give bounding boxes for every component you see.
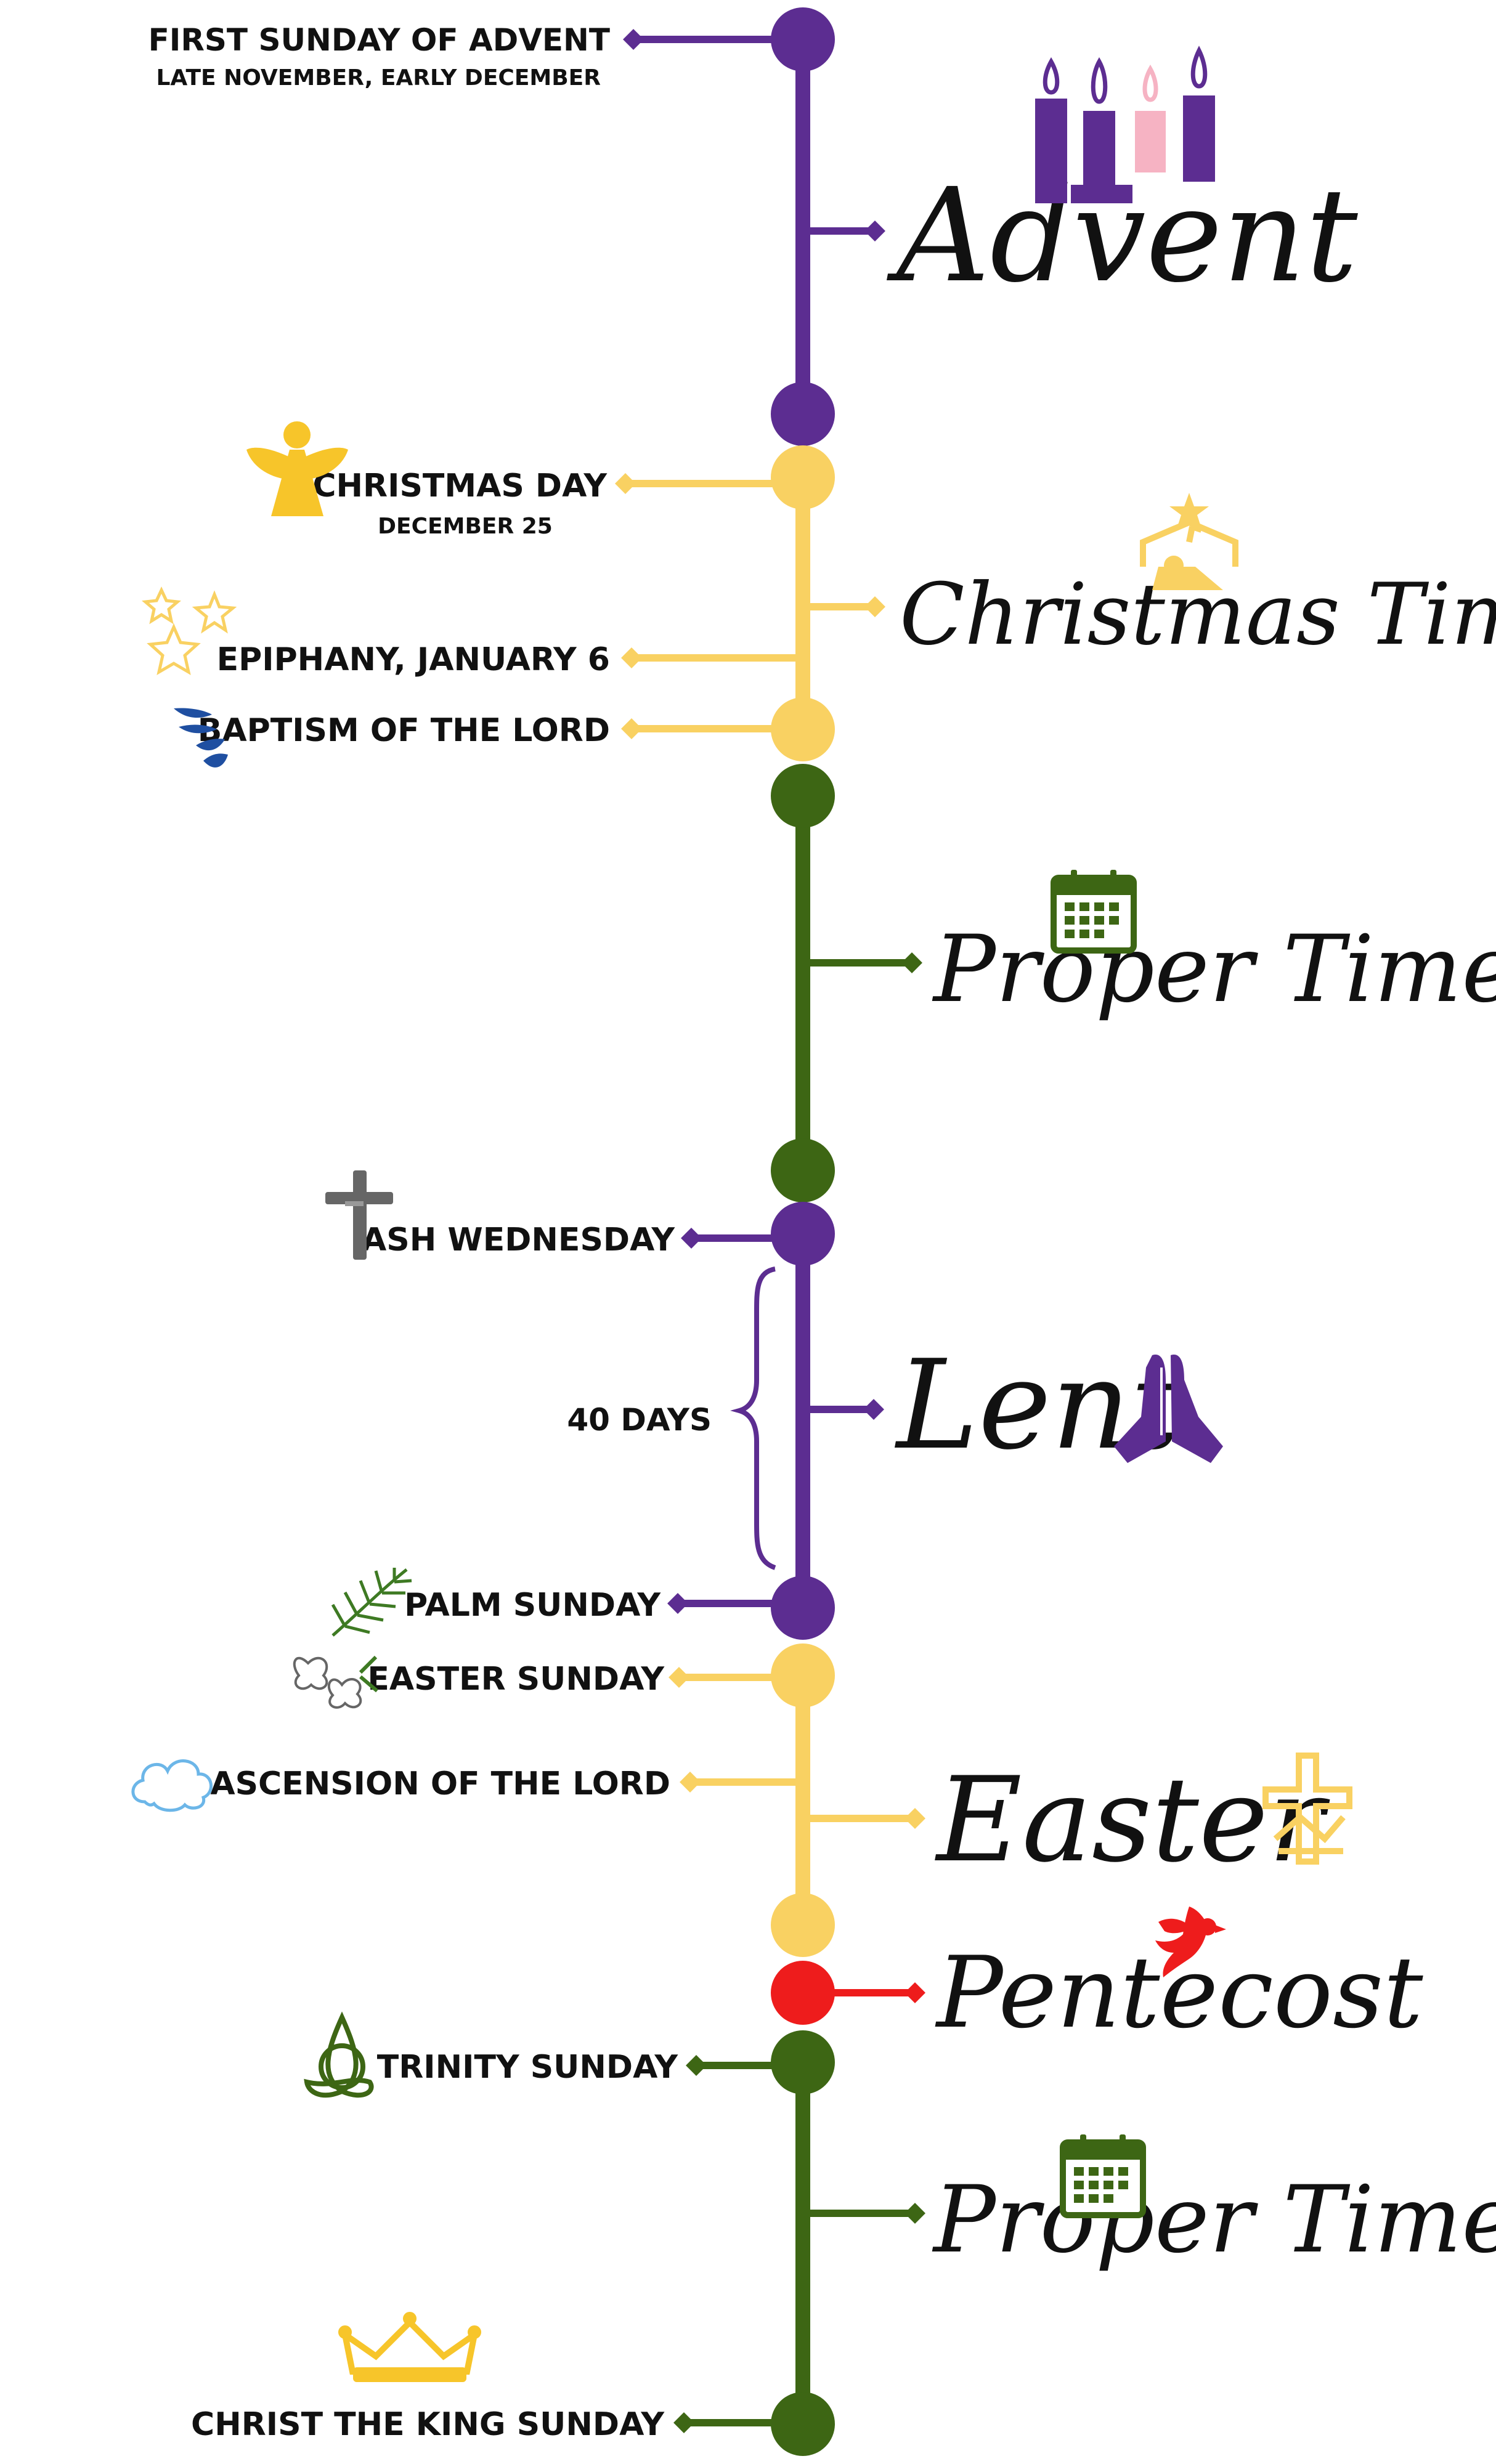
- calendar-icon: [1051, 870, 1137, 954]
- node-ash-wednesday: [771, 1202, 835, 1266]
- nativity-icon: [1140, 493, 1238, 590]
- water-splash-icon: [174, 708, 228, 768]
- ash-cross-icon: [325, 1170, 393, 1260]
- node-proper-1-start: [771, 764, 835, 828]
- lily-icon: [293, 1655, 378, 1709]
- event-ash-wednesday: ASH WEDNESDAY: [362, 1222, 675, 1258]
- trinity-knot-icon: [304, 2011, 374, 2098]
- node-easter-end: [771, 1893, 835, 1957]
- event-christ-king: CHRIST THE KING SUNDAY: [191, 2406, 665, 2443]
- palm-leaf-icon: [331, 1568, 412, 1637]
- event-forty-days: 40 DAYS: [567, 1402, 712, 1438]
- season-proper-2: Proper Time: [932, 2166, 1496, 2274]
- praying-hands-icon: [1114, 1355, 1223, 1463]
- advent-candles-icon: [1035, 46, 1215, 203]
- node-easter-sunday: [771, 1643, 835, 1708]
- event-christmas-day-sub: DECEMBER 25: [378, 514, 553, 539]
- event-first-advent-sub: LATE NOVEMBER, EARLY DECEMBER: [156, 65, 601, 91]
- node-palm-sunday: [771, 1576, 835, 1640]
- cloud-icon: [131, 1759, 213, 1812]
- event-epiphany: EPIPHANY, JANUARY 6: [217, 641, 610, 678]
- event-first-advent: FIRST SUNDAY OF ADVENT: [148, 22, 610, 58]
- event-labels: FIRST SUNDAY OF ADVENT LATE NOVEMBER, EA…: [148, 22, 712, 2443]
- dove-icon: [1155, 1907, 1226, 1977]
- node-proper-1-end: [771, 1138, 835, 1202]
- event-christmas-day: CHRISTMAS DAY: [312, 468, 608, 505]
- forty-days-brace: [730, 1266, 776, 1570]
- season-labels: Advent Christmas Time Proper Time Lent E…: [887, 160, 1496, 2274]
- event-baptism: BAPTISM OF THE LORD: [198, 712, 610, 749]
- node-pentecost: [771, 1961, 835, 2025]
- node-trinity: [771, 2030, 835, 2094]
- season-advent: Advent: [887, 160, 1358, 311]
- node-christmas-day: [771, 445, 835, 509]
- season-proper-1: Proper Time: [932, 916, 1496, 1023]
- season-easter: Easter: [935, 1752, 1330, 1888]
- stars-icon: [142, 586, 237, 676]
- event-easter-sunday: EASTER SUNDAY: [367, 1661, 665, 1698]
- node-christ-king: [771, 2392, 835, 2456]
- timeline-nodes: [771, 7, 835, 2456]
- empty-cross-icon: [1262, 1753, 1352, 1865]
- crown-icon: [338, 2312, 481, 2382]
- node-advent-end: [771, 382, 835, 446]
- angel-icon: [246, 421, 348, 516]
- node-baptism: [771, 697, 835, 761]
- calendar-icon: [1060, 2134, 1146, 2218]
- season-connectors: [803, 221, 925, 2224]
- event-palm-sunday: PALM SUNDAY: [404, 1587, 661, 1624]
- event-trinity: TRINITY SUNDAY: [377, 2049, 679, 2086]
- event-ascension: ASCENSION OF THE LORD: [210, 1765, 670, 1802]
- node-first-advent: [771, 7, 835, 71]
